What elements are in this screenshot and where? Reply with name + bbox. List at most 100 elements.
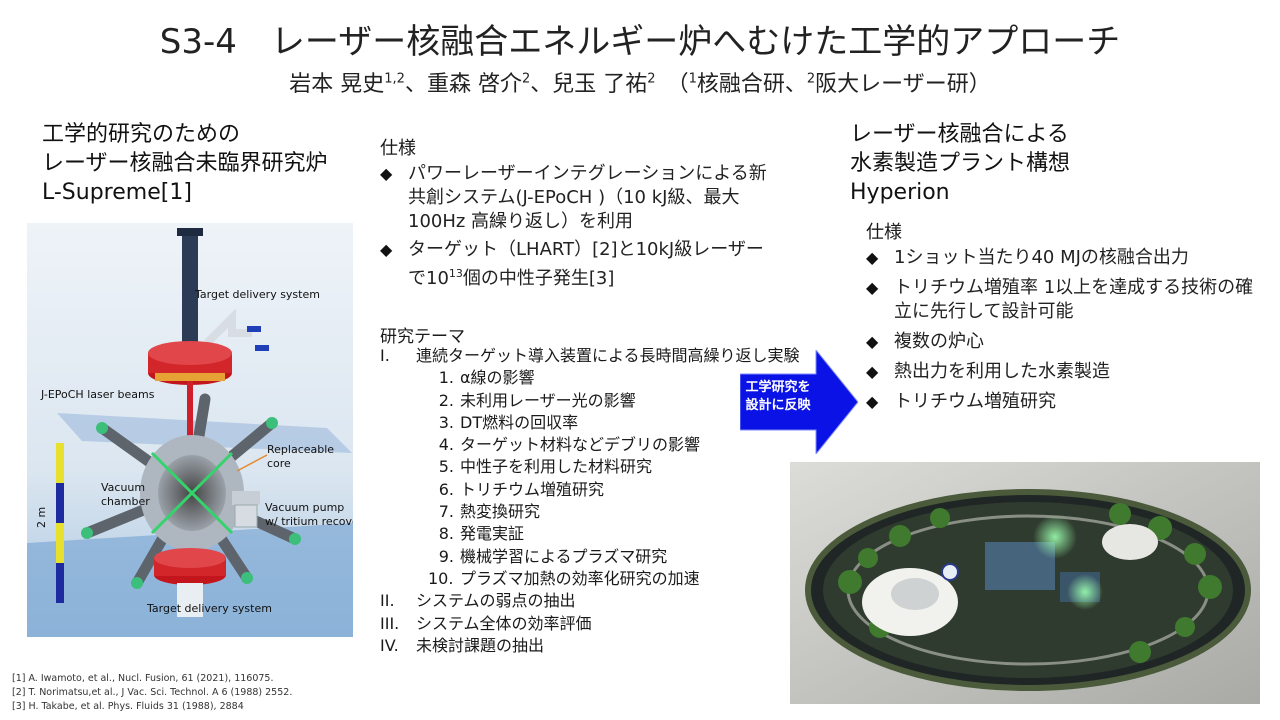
spec-superscript: 13 — [448, 267, 463, 280]
reactor-illustration: Target delivery system J-EPoCH laser bea… — [27, 223, 353, 637]
subtheme-number: 3. — [438, 412, 454, 432]
subtheme-item: 2. 未利用レーザー光の影響 — [380, 390, 820, 412]
subtheme-item: 1. α線の影響 — [380, 367, 820, 389]
subtheme-item: 9. 機械学習によるプラズマ研究 — [380, 546, 820, 568]
spec-item: トリチウム増殖率 1以上を達成する技術の確立に先行して設計可能 — [866, 276, 1266, 324]
green-beam — [150, 451, 234, 535]
subtheme-text: 機械学習によるプラズマ研究 — [460, 546, 668, 566]
round-building — [1102, 524, 1158, 560]
subtheme-item: 8. 発電実証 — [380, 523, 820, 545]
label-chamber-1: Vacuum — [101, 481, 145, 494]
scale-segment — [56, 523, 64, 563]
right-spec-title: 仕様 — [866, 222, 902, 243]
subtheme-item: 4. ターゲット材料などデブリの影響 — [380, 434, 820, 456]
label-laser-beams: J-EPoCH laser beams — [40, 388, 155, 401]
arrow-label-line: 設計に反映 — [745, 398, 811, 413]
subtheme-item: 7.熱変換研究 — [380, 501, 820, 523]
label-target-bottom: Target delivery system — [146, 602, 272, 615]
author-separator: 、 — [404, 72, 427, 97]
bottom-drum-top — [154, 548, 226, 568]
spec-item: 複数の炉心 — [866, 330, 1266, 354]
subtheme-number: 10. — [428, 568, 454, 588]
subtheme-item: 5. 中性子を利用した材料研究 — [380, 456, 820, 478]
subtheme-number: 7. — [438, 502, 454, 522]
top-drum-ring — [155, 373, 225, 381]
subtheme-number: 2. — [438, 390, 454, 410]
author-2: 重森 啓介 — [426, 72, 522, 97]
research-theme-title: 研究テーマ — [380, 327, 465, 347]
center-spec-list: パワーレーザーインテグレーションによる新共創システム(J-EPoCH )（10 … — [380, 162, 780, 295]
research-theme-list: I.連続ターゲット導入装置による長時間高繰り返し実験 1. α線の影響 2. 未利用… — [380, 345, 820, 657]
right-heading-line: Hyperion — [850, 180, 950, 205]
label-core-1: Replaceable — [267, 443, 334, 456]
left-heading-line: L-Supreme[1] — [42, 180, 192, 205]
affiliation-1: 核融合研、 — [696, 72, 807, 97]
affiliation-open: （ — [655, 72, 689, 97]
affiliation-1-number: 1 — [688, 71, 697, 87]
label-chamber-2: chamber — [101, 495, 150, 508]
theme-item: III. システム全体の効率評価 — [380, 613, 820, 635]
arrow-label-line: 工学研究を — [745, 380, 811, 395]
scale-segment — [56, 443, 64, 483]
glow — [1067, 574, 1103, 610]
subtheme-number: 9. — [438, 546, 454, 566]
subtheme-text: α線の影響 — [460, 368, 535, 388]
theme-number: IV. — [380, 635, 399, 655]
left-heading-line: レーザー核融合未臨界研究炉 — [42, 151, 328, 176]
pump-pipe — [232, 491, 260, 505]
hyperion-plant-illustration — [790, 462, 1260, 704]
subtheme-number: 8. — [438, 524, 454, 544]
subtheme-text: プラズマ加熱の効率化研究の加速 — [460, 568, 700, 588]
vacuum-pump — [234, 504, 258, 528]
subtheme-text: 未利用レーザー光の影響 — [460, 390, 636, 410]
right-heading-line: 水素製造プラント構想 — [850, 151, 1071, 176]
author-line: 岩本 晃史1,2、重森 啓介2、兒玉 了祐2 （1核融合研、2阪大レーザー研） — [0, 66, 1280, 98]
label-target-top: Target delivery system — [194, 288, 320, 301]
author-separator: 、 — [530, 72, 553, 97]
author-1: 岩本 晃史 — [289, 72, 385, 97]
affiliation-2: 阪大レーザー研） — [815, 72, 991, 97]
scale-segment — [56, 483, 64, 523]
subtheme-item: 10. プラズマ加熱の効率化研究の加速 — [380, 568, 820, 590]
theme-item: I.連続ターゲット導入装置による長時間高繰り返し実験 — [380, 345, 820, 367]
subtheme-item: 6. トリチウム増殖研究 — [380, 479, 820, 501]
label-pump-2: w/ tritium recovery — [265, 515, 353, 528]
spec-item: 1ショット当たり40 MJの核融合出力 — [866, 246, 1266, 270]
spec-item: 熱出力を利用した水素製造 — [866, 360, 1266, 384]
subtheme-text: 中性子を利用した材料研究 — [460, 457, 653, 477]
pipe-end — [247, 326, 261, 332]
subtheme-number: 6. — [438, 479, 454, 499]
left-heading-line: 工学的研究のための — [42, 122, 241, 147]
dome-top — [891, 578, 939, 610]
left-heading: 工学的研究のための レーザー核融合未臨界研究炉 L-Supreme[1] — [42, 120, 372, 207]
spec-text: パワーレーザーインテグレーションによる新共創システム(J-EPoCH )（10 … — [408, 163, 767, 232]
spec-text: ターゲット（LHART）[2]と10kJ級レーザーで10 — [408, 239, 764, 289]
label-pump-1: Vacuum pump — [265, 501, 344, 514]
author-2-affiliation: 2 — [521, 71, 531, 87]
theme-text: システム全体の効率評価 — [416, 613, 592, 633]
spec-item: トリチウム増殖研究 — [866, 390, 1266, 414]
subtheme-item: 3.DT燃料の回収率 — [380, 412, 820, 434]
glow — [1033, 515, 1077, 559]
feedback-arrow-icon — [740, 350, 858, 454]
right-spec-list: 1ショット当たり40 MJの核融合出力 トリチウム増殖率 1以上を達成する技術の… — [866, 246, 1266, 420]
subtheme-text: ターゲット材料などデブリの影響 — [460, 435, 701, 455]
theme-number: II. — [380, 591, 395, 611]
theme-item: II. システムの弱点の抽出 — [380, 590, 820, 612]
author-3-affiliation: 2 — [647, 71, 656, 87]
theme-item: IV.未検討課題の抽出 — [380, 635, 820, 657]
subtheme-number: 5. — [438, 457, 454, 477]
right-heading: レーザー核融合による 水素製造プラント構想 Hyperion — [850, 120, 1250, 207]
theme-text: システムの弱点の抽出 — [416, 591, 576, 611]
theme-text: 連続ターゲット導入装置による長時間高繰り返し実験 — [416, 346, 800, 365]
subtheme-number: 4. — [438, 435, 454, 455]
subtheme-number: 1. — [438, 368, 454, 388]
spec-text: 個の中性子発生[3] — [462, 268, 615, 289]
subtheme-text: 発電実証 — [460, 524, 525, 544]
scale-segment — [56, 563, 64, 603]
center-spec-title: 仕様 — [380, 138, 416, 159]
subtheme-text: トリチウム増殖研究 — [460, 479, 605, 499]
reference-item: [2] T. Norimatsu,et al., J Vac. Sci. Tec… — [12, 687, 293, 698]
top-pipe — [204, 308, 252, 346]
theme-number: III. — [380, 613, 400, 633]
